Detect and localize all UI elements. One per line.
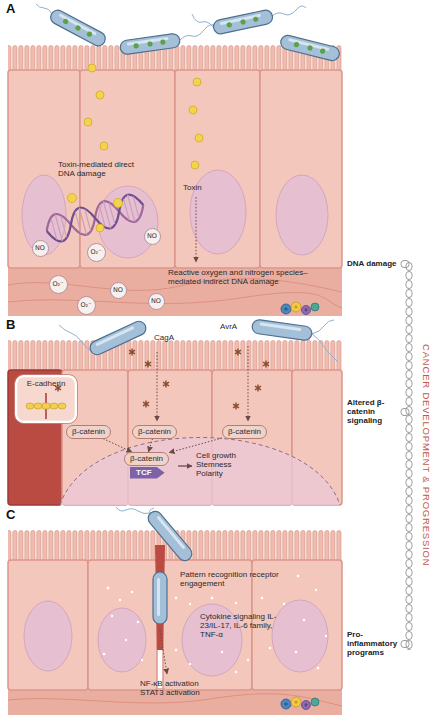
molecule-bubble: O₂⁻ xyxy=(87,243,106,262)
panel-b-tissue xyxy=(8,340,342,505)
molecule-bubble: NO xyxy=(148,293,165,310)
bacteria xyxy=(36,4,341,62)
annotation: Toxin-mediated direct DNA damage xyxy=(58,160,138,178)
epithelial-cell xyxy=(175,70,260,268)
bacteria xyxy=(116,507,195,624)
nucleus xyxy=(272,600,328,672)
effector-asterisks xyxy=(55,349,269,410)
protein-pill: β-catenin xyxy=(124,452,169,466)
molecule-bubble: O₂⁻ xyxy=(77,296,96,315)
annotation: NF-κB activation STAT3 activation xyxy=(140,679,214,697)
toxin-spheres xyxy=(68,64,204,232)
immune-cells xyxy=(281,697,319,710)
annotation: Cell growth Stemness Polarity xyxy=(196,451,258,479)
signal-arrow xyxy=(157,352,158,421)
node-text: β-catenin xyxy=(130,454,163,464)
panel-c-tissue xyxy=(8,530,342,715)
annotation: Cytokine signaling IL-23/IL-17, IL-6 fam… xyxy=(200,612,280,640)
e-cadherin-molecule xyxy=(26,403,66,409)
epithelial-cell xyxy=(88,560,157,690)
node-text: O₂⁻ xyxy=(52,280,63,288)
connector-arrow xyxy=(169,438,222,453)
node-text: TCF xyxy=(136,468,152,478)
microvilli xyxy=(8,340,342,372)
node-text: NO xyxy=(151,297,161,305)
node-text: NO xyxy=(113,286,123,294)
immune-cells xyxy=(281,302,319,315)
section-label: DNA damage xyxy=(347,259,401,268)
inset-fill xyxy=(16,376,76,422)
panel-letter: A xyxy=(6,2,15,16)
panel-letter: B xyxy=(6,318,15,332)
node-text: NO xyxy=(147,232,157,240)
dna-helix xyxy=(43,192,147,245)
protein-label: CagA xyxy=(154,333,174,342)
node-text: β-catenin xyxy=(72,427,105,437)
annotation: Pattern recognition receptor engagement xyxy=(180,570,280,588)
protein-pill: β-catenin xyxy=(132,425,177,439)
nucleus xyxy=(98,608,146,672)
connector-arrow xyxy=(149,439,153,452)
chain-bracket xyxy=(401,261,413,651)
protein-pill: β-catenin xyxy=(66,425,111,439)
molecule-bubble: NO xyxy=(144,228,161,245)
node-text: β-catenin xyxy=(228,427,261,437)
nucleus xyxy=(24,601,72,671)
node-text: O₂⁻ xyxy=(90,248,101,256)
molecule-bubble: NO xyxy=(110,282,127,299)
node-text: O₂⁻ xyxy=(80,301,91,309)
protein-label: AvrA xyxy=(220,322,237,331)
inset-outline xyxy=(15,375,78,424)
node-text: E-cadherin xyxy=(20,379,72,389)
molecule-bubble: O₂⁻ xyxy=(49,275,68,294)
cytokine-dots xyxy=(103,575,327,674)
nucleus xyxy=(276,175,328,255)
nucleus xyxy=(60,438,340,506)
signal-arrow xyxy=(160,630,167,674)
node-text: β-catenin xyxy=(138,427,171,437)
bacteria xyxy=(59,319,338,362)
panel-a-tissue xyxy=(8,45,342,316)
panel-letter: C xyxy=(6,508,15,522)
node-text: NO xyxy=(35,244,45,252)
inset-box: E-cadherin xyxy=(16,376,76,422)
section-label: Altered β-catenin signaling xyxy=(347,398,401,426)
epithelial-cell xyxy=(260,70,342,268)
connector-arrow xyxy=(103,439,132,452)
toxin-arrow xyxy=(196,197,197,262)
section-label: Pro-inflammatory programs xyxy=(347,630,401,658)
output-arrow xyxy=(178,466,192,467)
vertical-title: CANCER DEVELOPMENT & PROGRESSION xyxy=(421,344,431,566)
stroma xyxy=(8,266,342,316)
epithelial-cell xyxy=(8,560,88,690)
nuclear-envelope xyxy=(60,438,340,506)
signal-arrow xyxy=(248,346,249,421)
nucleus xyxy=(190,170,246,254)
annotation: Reactive oxygen and nitrogen species–med… xyxy=(168,268,338,286)
protein-pill: β-catenin xyxy=(222,425,267,439)
annotation: Toxin xyxy=(183,183,202,192)
molecule-bubble: NO xyxy=(32,240,49,257)
